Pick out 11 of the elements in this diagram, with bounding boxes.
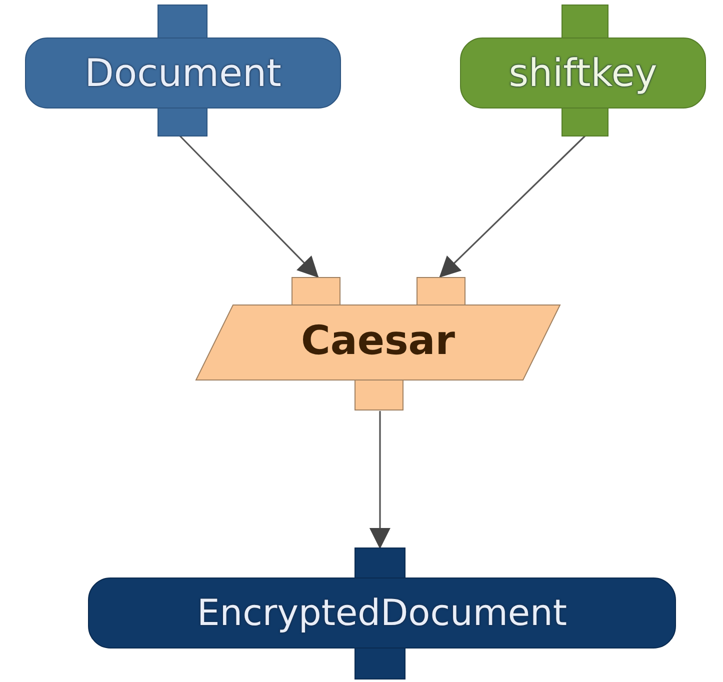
node-label: Caesar <box>300 318 455 364</box>
data-node <box>88 548 676 679</box>
node-label: Document <box>84 51 282 95</box>
data-node <box>460 5 706 136</box>
process-node <box>195 277 561 411</box>
node-label: EncryptedDocument <box>197 592 567 634</box>
node-label: shiftkey <box>508 51 658 95</box>
arrow <box>179 135 319 278</box>
arrow <box>369 411 390 550</box>
arrow <box>439 135 586 278</box>
data-node <box>25 5 341 136</box>
